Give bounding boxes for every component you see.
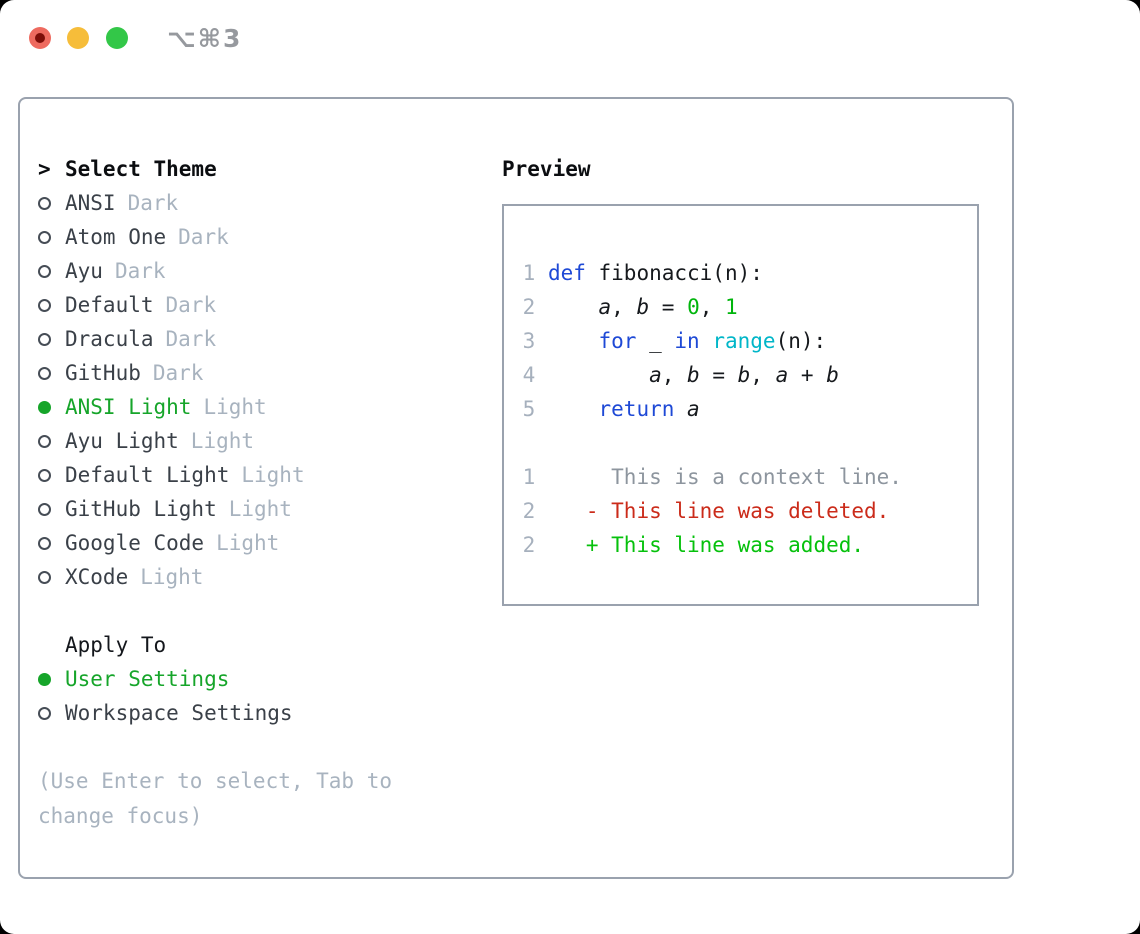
- preview-code-line: 1 def fibonacci(n):: [510, 261, 763, 285]
- radio-selected-icon: [38, 400, 65, 414]
- radio-unselected-icon: [38, 468, 65, 482]
- theme-option[interactable]: Default Light Light: [38, 458, 478, 492]
- preview-box: 1 def fibonacci(n): 2 a, b = 0, 1 3 for …: [502, 204, 979, 606]
- keyboard-hint: (Use Enter to select, Tab to change focu…: [38, 769, 393, 828]
- option-label: Google Code: [65, 531, 205, 555]
- radio-unselected-icon: [38, 706, 65, 720]
- option-variant-label: Dark: [127, 191, 179, 215]
- preview-code-line: 1 This is a context line.: [510, 465, 902, 489]
- option-variant-label: Dark: [152, 361, 204, 385]
- theme-option[interactable]: ANSI Dark: [38, 186, 478, 220]
- preview-title: Preview: [502, 157, 591, 181]
- option-label: Default Light: [65, 463, 230, 487]
- window-title: ⌥⌘3: [167, 24, 243, 53]
- theme-option[interactable]: Default Dark: [38, 288, 478, 322]
- option-variant-label: Light: [216, 531, 280, 555]
- radio-unselected-icon: [38, 536, 65, 550]
- preview-code-line: 4 a, b = b, a + b: [510, 363, 839, 387]
- option-label: Workspace Settings: [65, 701, 293, 725]
- option-label: User Settings: [65, 667, 230, 691]
- option-variant-label: Light: [140, 565, 204, 589]
- zoom-button-icon[interactable]: [106, 27, 128, 49]
- spacer: [38, 594, 478, 628]
- option-variant-label: Light: [228, 497, 292, 521]
- preview-code-line: 2 + This line was added.: [510, 533, 865, 557]
- preview-code-line: 2 - This line was deleted.: [510, 499, 890, 523]
- option-label: XCode: [65, 565, 129, 589]
- theme-option[interactable]: Dracula Dark: [38, 322, 478, 356]
- radio-unselected-icon: [38, 502, 65, 516]
- option-label: GitHub: [65, 361, 141, 385]
- preview-column: Preview 1 def fibonacci(n): 2 a, b = 0, …: [502, 152, 992, 606]
- option-variant-label: Light: [190, 429, 255, 453]
- option-variant-label: Light: [203, 395, 267, 419]
- prompt-caret: >: [38, 157, 51, 181]
- theme-option[interactable]: ANSI Light Light: [38, 390, 478, 424]
- radio-unselected-icon: [38, 298, 65, 312]
- option-label: GitHub Light: [65, 497, 217, 521]
- option-label: Default: [65, 293, 154, 317]
- close-button-icon[interactable]: [29, 27, 51, 49]
- apply-to-option[interactable]: Workspace Settings: [38, 696, 478, 730]
- theme-option[interactable]: Ayu Light Light: [38, 424, 478, 458]
- radio-unselected-icon: [38, 230, 65, 244]
- preview-code-line: 5 return a: [510, 397, 700, 421]
- theme-option[interactable]: Atom One Dark: [38, 220, 478, 254]
- radio-unselected-icon: [38, 434, 65, 448]
- preview-code-line: [510, 426, 973, 460]
- theme-option[interactable]: GitHub Light Light: [38, 492, 478, 526]
- apply-to-title: Apply To: [65, 633, 167, 657]
- option-variant-label: Dark: [178, 225, 229, 249]
- apply-to-header-row: Apply To: [38, 628, 478, 662]
- minimize-button-icon[interactable]: [67, 27, 89, 49]
- preview-code-line: 3 for _ in range(n):: [510, 329, 827, 353]
- theme-list-header-row: > Select Theme: [38, 152, 478, 186]
- titlebar: ⌥⌘3: [0, 0, 1140, 76]
- option-label: Atom One: [65, 225, 167, 249]
- radio-unselected-icon: [38, 366, 65, 380]
- option-label: Dracula: [65, 327, 154, 351]
- option-variant-label: Dark: [165, 293, 217, 317]
- theme-option[interactable]: Ayu Dark: [38, 254, 478, 288]
- preview-code-line: 2 a, b = 0, 1: [510, 295, 738, 319]
- option-label: Ayu Light: [65, 429, 179, 453]
- radio-unselected-icon: [38, 332, 65, 346]
- theme-list-title: Select Theme: [65, 157, 217, 181]
- option-variant-label: Dark: [165, 327, 217, 351]
- radio-unselected-icon: [38, 264, 65, 278]
- radio-unselected-icon: [38, 570, 65, 584]
- option-variant-label: Light: [241, 463, 305, 487]
- option-variant-label: Dark: [114, 259, 166, 283]
- apply-to-option[interactable]: User Settings: [38, 662, 478, 696]
- theme-option[interactable]: XCode Light: [38, 560, 478, 594]
- option-label: ANSI Light: [65, 395, 192, 419]
- radio-unselected-icon: [38, 196, 65, 210]
- option-label: ANSI: [65, 191, 116, 215]
- radio-selected-icon: [38, 672, 65, 686]
- option-label: Ayu: [65, 259, 103, 283]
- theme-option[interactable]: GitHub Dark: [38, 356, 478, 390]
- theme-option[interactable]: Google Code Light: [38, 526, 478, 560]
